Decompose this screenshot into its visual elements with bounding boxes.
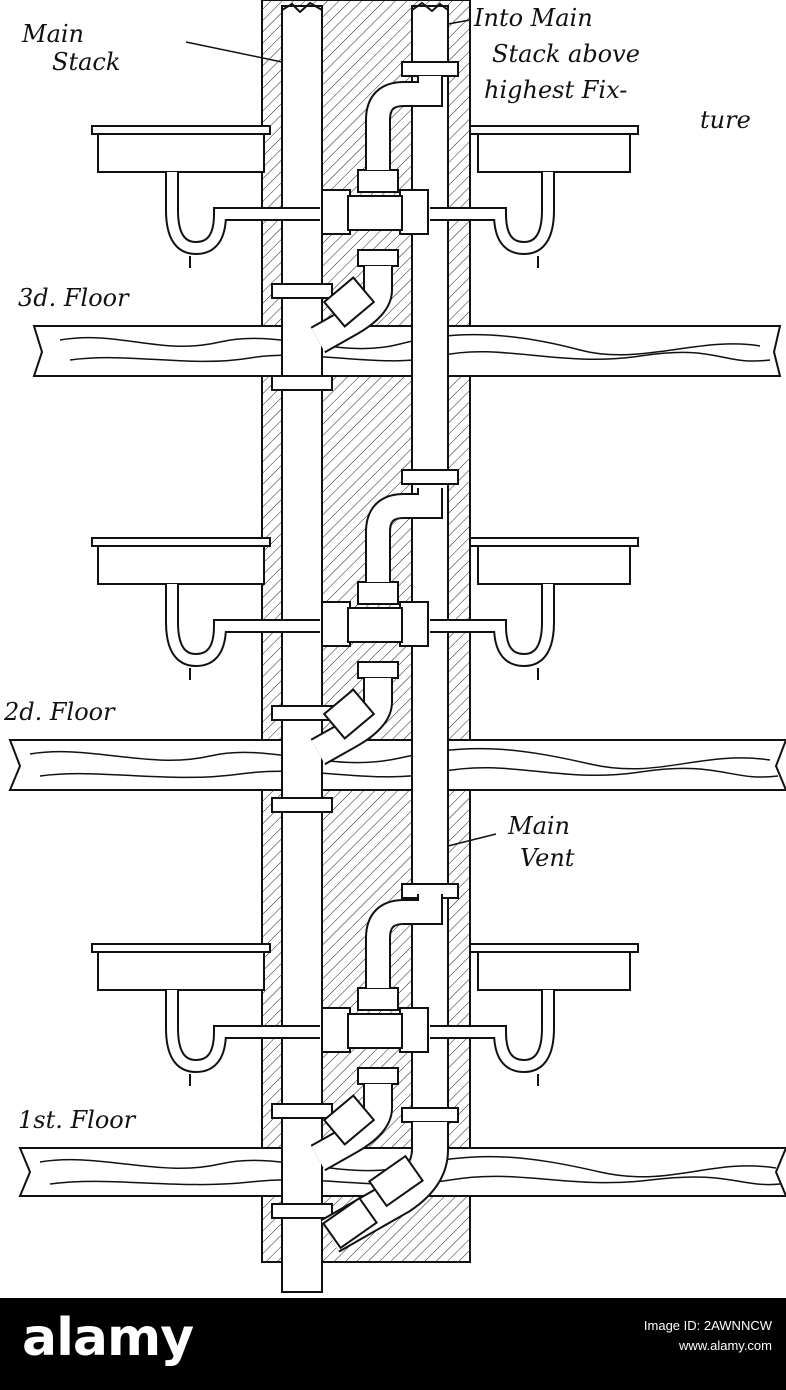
fixture-group-2 — [91, 488, 639, 766]
floor-beam-3 — [32, 325, 782, 377]
into-main-stack-label: Into Main Stack above highest Fix- ture — [473, 4, 751, 134]
main-stack-pipe — [281, 5, 323, 1293]
into-main-stack-leader — [447, 19, 471, 25]
alamy-logo: alamy — [22, 1308, 194, 1368]
floor-1-label: 1st. Floor — [18, 1106, 137, 1134]
floor-3-label: 3d. Floor — [18, 284, 130, 312]
site-url: www.alamy.com — [679, 1337, 772, 1353]
fixture-group-1 — [91, 894, 639, 1172]
plumbing-diagram-svg: Main Stack Into Main Stack above highest… — [3, 0, 786, 1293]
floor-2-label: 2d. Floor — [3, 698, 116, 726]
main-vent-label: Main Vent — [507, 812, 578, 872]
stack-hubs — [271, 283, 333, 1219]
plumbing-diagram: Main Stack Into Main Stack above highest… — [3, 0, 786, 1293]
image-id: Image ID: 2AWNNCW — [643, 1318, 772, 1333]
fixture-group-3 — [91, 76, 639, 354]
watermark-bar: alamy Image ID: 2AWNNCW www.alamy.com — [0, 1298, 786, 1390]
main-stack-leader — [185, 41, 283, 63]
stock-id-block: Image ID: 2AWNNCW www.alamy.com — [644, 1316, 772, 1355]
floor-beam-2 — [8, 739, 786, 791]
main-stack-label: Main Stack — [21, 20, 120, 76]
main-vent-leader — [447, 833, 497, 847]
vent-base-connection — [320, 1122, 449, 1253]
main-vent-pipe — [411, 5, 449, 1127]
